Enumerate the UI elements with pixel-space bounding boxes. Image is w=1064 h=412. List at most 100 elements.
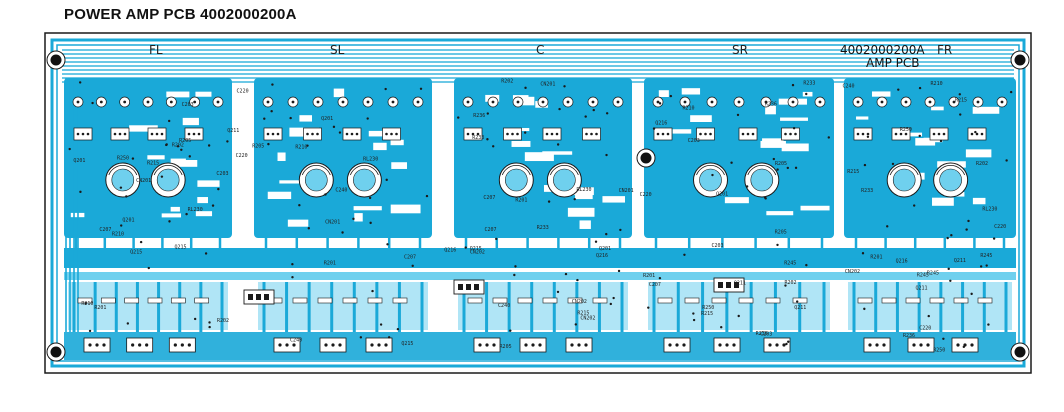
mounting-hole-icon bbox=[636, 148, 656, 168]
svg-text:R215: R215 bbox=[847, 169, 859, 175]
channel-label-fl: FL bbox=[149, 43, 163, 57]
svg-text:Q201: Q201 bbox=[716, 192, 728, 198]
svg-text:RL230: RL230 bbox=[982, 207, 997, 213]
reference-designators: R201R202C203Q201R205C207R210Q211R215C220… bbox=[73, 78, 1006, 353]
svg-text:R210: R210 bbox=[683, 106, 695, 112]
svg-text:R202: R202 bbox=[785, 280, 797, 286]
svg-text:R210: R210 bbox=[112, 231, 124, 237]
channel-label-fr: FR bbox=[937, 43, 952, 57]
svg-text:CN201: CN201 bbox=[136, 178, 151, 184]
svg-text:CN201: CN201 bbox=[619, 188, 634, 194]
svg-text:R236: R236 bbox=[756, 331, 768, 337]
svg-text:R201: R201 bbox=[643, 273, 655, 279]
svg-text:Q201: Q201 bbox=[599, 246, 611, 252]
svg-text:Q201: Q201 bbox=[73, 158, 85, 164]
svg-text:C207: C207 bbox=[649, 282, 661, 288]
mounting-hole-icon bbox=[46, 342, 66, 362]
svg-text:RL230: RL230 bbox=[188, 207, 203, 213]
svg-text:C220: C220 bbox=[919, 326, 931, 332]
svg-text:C207: C207 bbox=[483, 195, 495, 201]
svg-text:Q211: Q211 bbox=[227, 128, 239, 134]
mounting-hole-icon bbox=[46, 50, 66, 70]
svg-text:R205: R205 bbox=[775, 161, 787, 167]
svg-text:R233: R233 bbox=[537, 225, 549, 231]
svg-text:Q211: Q211 bbox=[915, 285, 927, 291]
svg-text:Q215: Q215 bbox=[174, 245, 186, 251]
svg-text:R245: R245 bbox=[980, 253, 992, 259]
component-pads bbox=[68, 81, 1013, 353]
svg-text:R215: R215 bbox=[147, 161, 159, 167]
svg-text:Q211: Q211 bbox=[734, 281, 746, 287]
svg-text:R250: R250 bbox=[900, 127, 912, 133]
svg-text:R205: R205 bbox=[252, 143, 264, 149]
svg-text:R233: R233 bbox=[803, 81, 815, 87]
svg-text:Q216: Q216 bbox=[655, 120, 667, 126]
svg-text:Q201: Q201 bbox=[321, 116, 333, 122]
svg-text:R245: R245 bbox=[917, 272, 929, 278]
svg-text:R205: R205 bbox=[179, 138, 191, 144]
board-labels: FL SL C SR 4002000200A FR AMP PCB bbox=[149, 43, 952, 70]
svg-text:C207: C207 bbox=[484, 227, 496, 233]
svg-text:C220: C220 bbox=[237, 88, 249, 94]
svg-text:CN201: CN201 bbox=[325, 219, 340, 225]
board-name: AMP PCB bbox=[866, 56, 919, 70]
svg-text:R202: R202 bbox=[217, 318, 229, 324]
channel-label-c: C bbox=[536, 43, 544, 57]
svg-text:R236: R236 bbox=[903, 333, 915, 339]
svg-text:R215: R215 bbox=[955, 98, 967, 104]
svg-text:Q215: Q215 bbox=[130, 250, 142, 256]
svg-text:Q216: Q216 bbox=[444, 248, 456, 254]
svg-text:R205: R205 bbox=[500, 344, 512, 350]
svg-text:R201: R201 bbox=[94, 305, 106, 311]
svg-text:RL230: RL230 bbox=[576, 187, 591, 193]
svg-text:C203: C203 bbox=[760, 331, 772, 337]
svg-text:C240: C240 bbox=[290, 337, 302, 343]
svg-text:R201: R201 bbox=[324, 260, 336, 266]
svg-text:R233: R233 bbox=[472, 135, 484, 141]
svg-text:Q216: Q216 bbox=[896, 259, 908, 265]
svg-text:R245: R245 bbox=[927, 271, 939, 277]
svg-text:Q211: Q211 bbox=[794, 305, 806, 311]
board-part-number: 4002000200A bbox=[840, 43, 925, 57]
svg-text:R202: R202 bbox=[172, 143, 184, 149]
svg-text:CN202: CN202 bbox=[845, 269, 860, 275]
svg-text:RL230: RL230 bbox=[363, 156, 378, 162]
svg-text:C240: C240 bbox=[498, 303, 510, 309]
svg-text:R233: R233 bbox=[861, 188, 873, 194]
svg-text:CN202: CN202 bbox=[580, 315, 595, 321]
svg-text:R215: R215 bbox=[577, 310, 589, 316]
svg-text:R215: R215 bbox=[701, 311, 713, 317]
svg-text:C220: C220 bbox=[236, 153, 248, 159]
pcb-layout: R201R202C203Q201R205C207R210Q211R215C220… bbox=[44, 32, 1032, 374]
svg-text:R250: R250 bbox=[933, 347, 945, 353]
svg-text:C240: C240 bbox=[843, 84, 855, 90]
channel-label-sr: SR bbox=[732, 43, 748, 57]
svg-text:R201: R201 bbox=[515, 197, 527, 203]
svg-text:Q216: Q216 bbox=[596, 253, 608, 259]
svg-text:C207: C207 bbox=[99, 227, 111, 233]
svg-text:Q201: Q201 bbox=[122, 217, 134, 223]
svg-text:Q215: Q215 bbox=[401, 341, 413, 347]
svg-text:Q215: Q215 bbox=[470, 246, 482, 252]
page-title: POWER AMP PCB 4002000200A bbox=[64, 6, 297, 23]
svg-text:CN202: CN202 bbox=[470, 249, 485, 255]
svg-text:C220: C220 bbox=[994, 224, 1006, 230]
svg-text:C203: C203 bbox=[216, 171, 228, 177]
svg-text:R245: R245 bbox=[784, 260, 796, 266]
channel-label-sl: SL bbox=[330, 43, 345, 57]
svg-text:C207: C207 bbox=[404, 255, 416, 261]
mounting-holes bbox=[46, 50, 1030, 362]
svg-text:R250: R250 bbox=[702, 305, 714, 311]
mounting-hole-icon bbox=[1010, 342, 1030, 362]
svg-text:R202: R202 bbox=[501, 78, 513, 84]
svg-text:R236: R236 bbox=[473, 113, 485, 119]
svg-text:CN201: CN201 bbox=[540, 82, 555, 88]
svg-text:C240: C240 bbox=[335, 187, 347, 193]
svg-text:R205: R205 bbox=[775, 229, 787, 235]
mounting-hole-icon bbox=[1010, 50, 1030, 70]
svg-text:C203: C203 bbox=[711, 243, 723, 249]
svg-text:Q211: Q211 bbox=[954, 258, 966, 264]
svg-text:C203: C203 bbox=[688, 138, 700, 144]
svg-text:CN202: CN202 bbox=[572, 299, 587, 305]
